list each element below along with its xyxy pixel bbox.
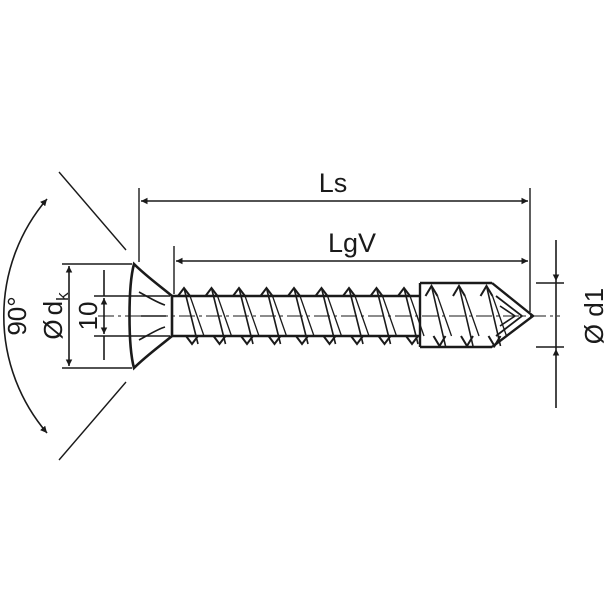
thread-flight bbox=[354, 295, 370, 337]
thread-flight bbox=[244, 295, 260, 337]
d1-label: Ø d1 bbox=[579, 288, 609, 344]
thread-flight bbox=[403, 287, 419, 345]
thread-flight bbox=[238, 287, 254, 345]
thread-flight bbox=[348, 287, 364, 345]
thread-flight bbox=[210, 287, 227, 345]
angle-dimension: 90° bbox=[2, 198, 48, 434]
dk-letter: d bbox=[38, 301, 68, 315]
extension-lines bbox=[58, 171, 564, 461]
thread-flight bbox=[464, 295, 480, 337]
thread-flight bbox=[293, 287, 309, 345]
thread-flight bbox=[183, 287, 199, 345]
thread-flight bbox=[430, 285, 447, 347]
dk-label: Ødk bbox=[38, 292, 72, 340]
screw-threads bbox=[177, 284, 508, 348]
thread-flight bbox=[485, 285, 502, 347]
dk-subscript: k bbox=[53, 292, 72, 301]
screw-head bbox=[128, 261, 174, 371]
thread-flight bbox=[216, 295, 233, 337]
thread-flight bbox=[271, 295, 288, 337]
thread-flight bbox=[458, 285, 474, 347]
thread-flight bbox=[320, 287, 337, 345]
lgv-label: LgV bbox=[328, 228, 376, 258]
thread-flight bbox=[299, 295, 315, 337]
thread-flight bbox=[436, 295, 453, 337]
d1-dimension: Ø d1 bbox=[552, 240, 609, 408]
thread-flight bbox=[265, 287, 282, 345]
ten-label: 10 bbox=[73, 302, 103, 331]
thread-flight bbox=[381, 295, 398, 337]
screw-tip bbox=[491, 282, 535, 348]
thread-flight bbox=[409, 295, 425, 337]
dk-diameter-symbol: Ø bbox=[38, 319, 68, 339]
lgv-dimension: LgV bbox=[176, 228, 528, 265]
ls-dimension: Ls bbox=[141, 168, 528, 205]
thread-flight bbox=[189, 295, 205, 337]
angle-label: 90° bbox=[2, 296, 32, 335]
ls-label: Ls bbox=[319, 168, 348, 198]
ten-dimension: 10 bbox=[73, 270, 108, 360]
dk-dimension: Ødk bbox=[38, 266, 73, 366]
thread-flight bbox=[326, 295, 343, 337]
thread-flight bbox=[375, 287, 392, 345]
